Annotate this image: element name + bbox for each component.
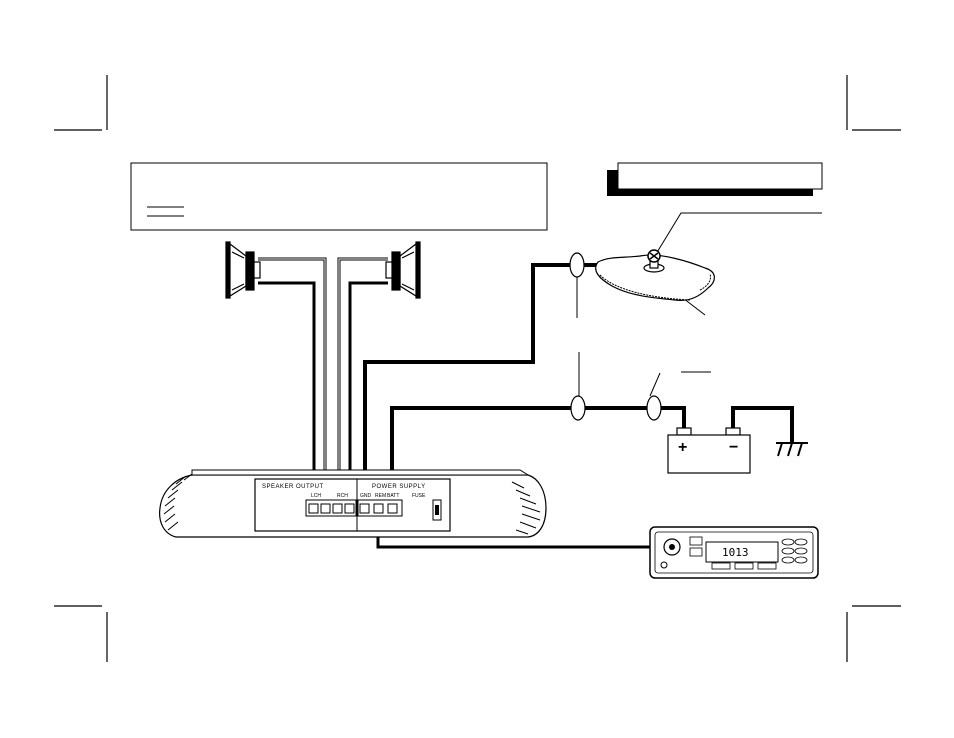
amplifier-heatsink-fins-right bbox=[511, 481, 541, 535]
leader-lines bbox=[576, 212, 822, 397]
power-supply-label: POWER SUPPLY bbox=[372, 484, 426, 490]
ground-screw-icon bbox=[643, 249, 665, 273]
small-knob-icon bbox=[660, 561, 668, 569]
ground-icon bbox=[776, 442, 808, 457]
speaker-left bbox=[225, 241, 261, 299]
battery: + − bbox=[667, 427, 751, 474]
rem-label: REM bbox=[375, 493, 386, 499]
crop-marks bbox=[54, 75, 901, 662]
head-unit: 1013 bbox=[649, 526, 819, 579]
title-box bbox=[607, 162, 823, 196]
speaker-wires bbox=[258, 257, 388, 503]
lch-label: LCH bbox=[311, 493, 321, 499]
head-unit-display bbox=[705, 541, 779, 563]
preset-buttons bbox=[781, 538, 808, 564]
battery-negative-label: − bbox=[729, 439, 738, 456]
batt-label: BATT bbox=[387, 493, 399, 499]
right-speaker-wire-inner bbox=[348, 281, 388, 503]
battery-ground-wire bbox=[731, 406, 794, 443]
ground-wire-oval bbox=[569, 252, 585, 278]
amplifier-heatsink-fins-left bbox=[163, 473, 193, 531]
fuse-holder-markers bbox=[569, 252, 662, 421]
gnd-label: GND bbox=[360, 493, 372, 499]
fuse-label: FUSE bbox=[412, 493, 426, 499]
battery-power-wire bbox=[390, 406, 686, 508]
speaker-output-label: SPEAKER OUTPUT bbox=[262, 484, 324, 490]
note-box bbox=[130, 162, 548, 231]
battery-positive-label: + bbox=[678, 439, 687, 456]
head-unit-display-text: 1013 bbox=[722, 546, 749, 559]
power-wire-oval-2 bbox=[646, 395, 662, 421]
right-speaker-wire-outer-inner bbox=[338, 258, 388, 503]
speaker-right bbox=[385, 241, 421, 299]
amplifier: SPEAKER OUTPUT POWER SUPPLY FUSE LCH RCH… bbox=[159, 469, 547, 538]
chassis-ground-plate bbox=[595, 254, 715, 301]
left-speaker-wire-outer-inner bbox=[258, 258, 326, 503]
rch-label: RCH bbox=[337, 493, 348, 499]
power-wire-oval-1 bbox=[570, 395, 586, 421]
terminal-screws bbox=[308, 503, 398, 514]
left-speaker-wire-inner bbox=[258, 281, 316, 503]
